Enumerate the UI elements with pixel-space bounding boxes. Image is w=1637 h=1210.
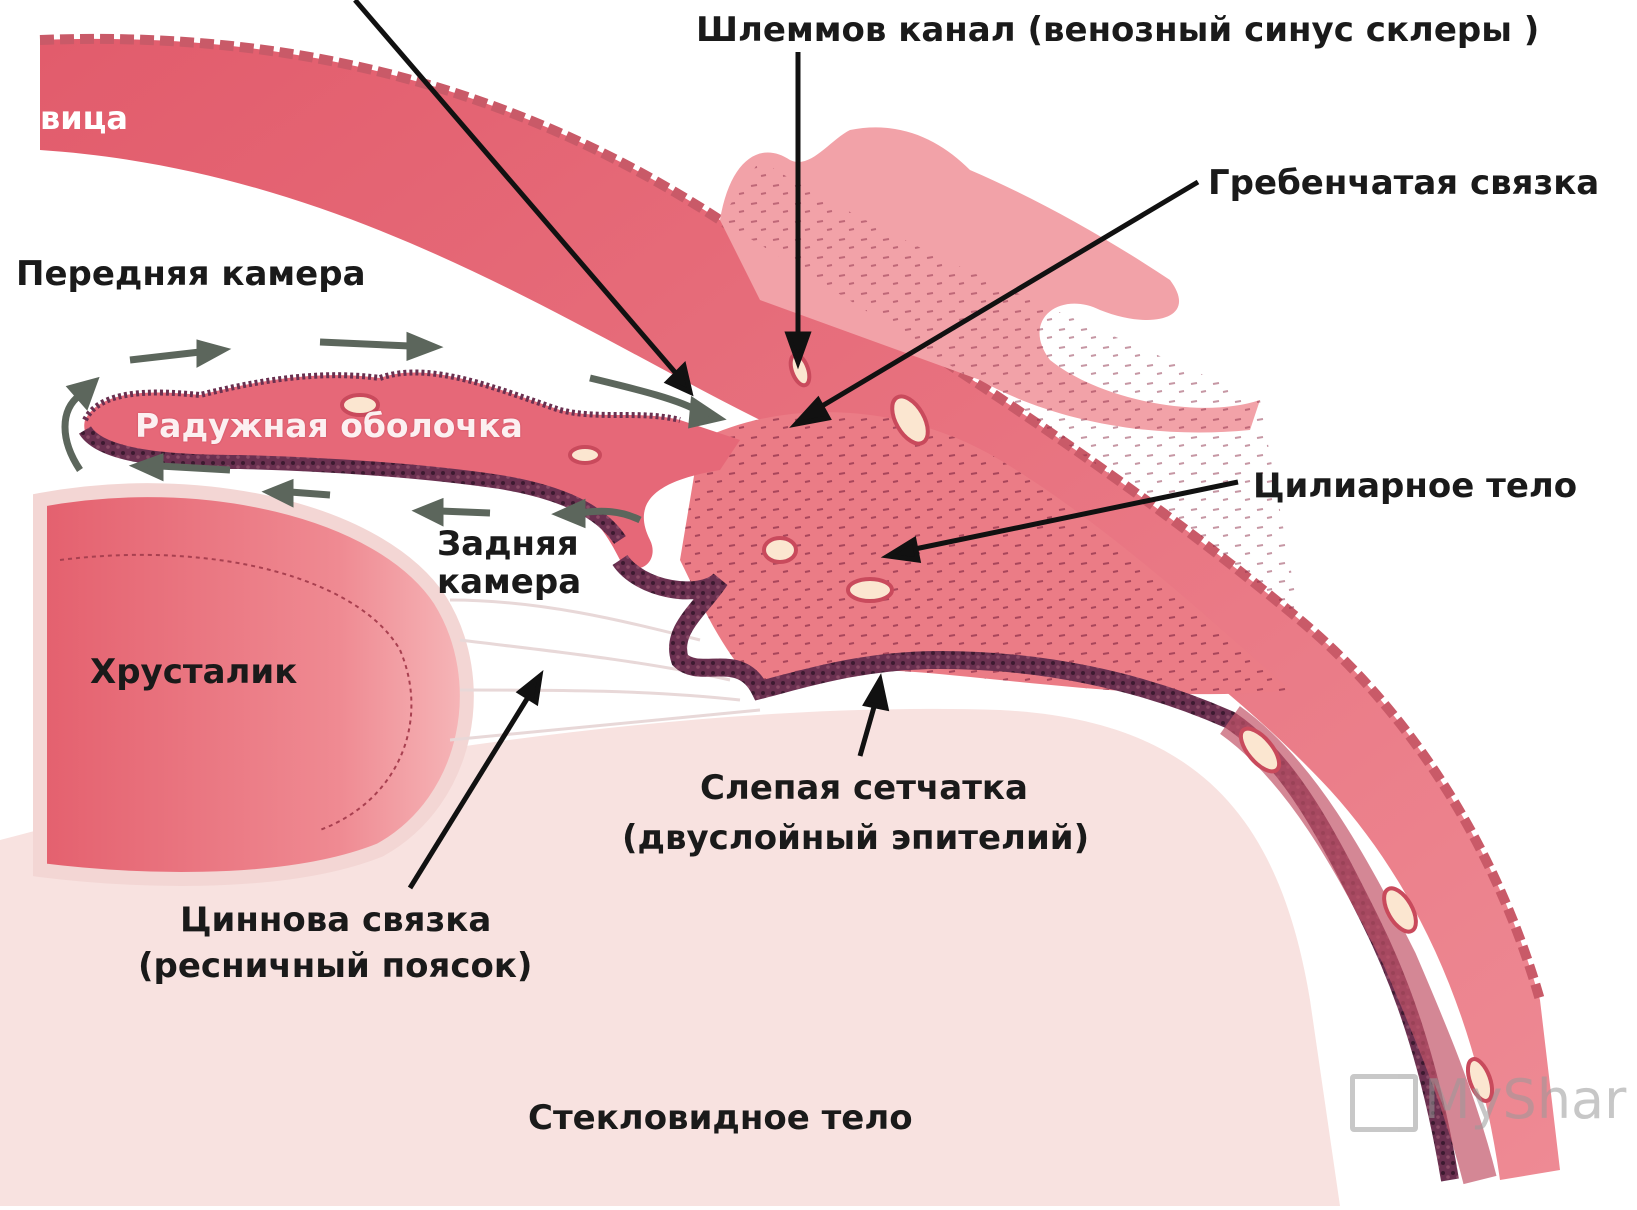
label-blind-retina-line1: Слепая сетчатка — [700, 768, 1028, 809]
label-zinn-ligament-line1: Циннова связка — [180, 900, 491, 941]
label-zinn-ligament-line2: (ресничный поясок) — [138, 946, 532, 987]
label-pectinate-ligament: Гребенчатая связка — [1208, 163, 1599, 204]
watermark-logo: MyShar — [1350, 1068, 1626, 1132]
presentation-icon — [1350, 1074, 1418, 1132]
label-posterior-chamber-line2: камера — [437, 562, 581, 603]
label-ciliary-body: Цилиарное тело — [1253, 466, 1577, 507]
label-posterior-chamber-line1: Задняя — [437, 524, 579, 565]
label-lens: Хрусталик — [90, 652, 297, 693]
label-vitreous-body: Стекловидное тело — [528, 1098, 913, 1139]
label-iris: Радужная оболочка — [135, 406, 523, 446]
watermark-text: MyShar — [1424, 1068, 1626, 1131]
label-schlemm-canal: Шлеммов канал (венозный синус склеры ) — [696, 10, 1539, 51]
label-anterior-chamber: Передняя камера — [16, 254, 366, 295]
label-cornea-fragment: вица — [40, 99, 128, 137]
label-blind-retina-line2: (двуслойный эпителий) — [622, 818, 1089, 859]
